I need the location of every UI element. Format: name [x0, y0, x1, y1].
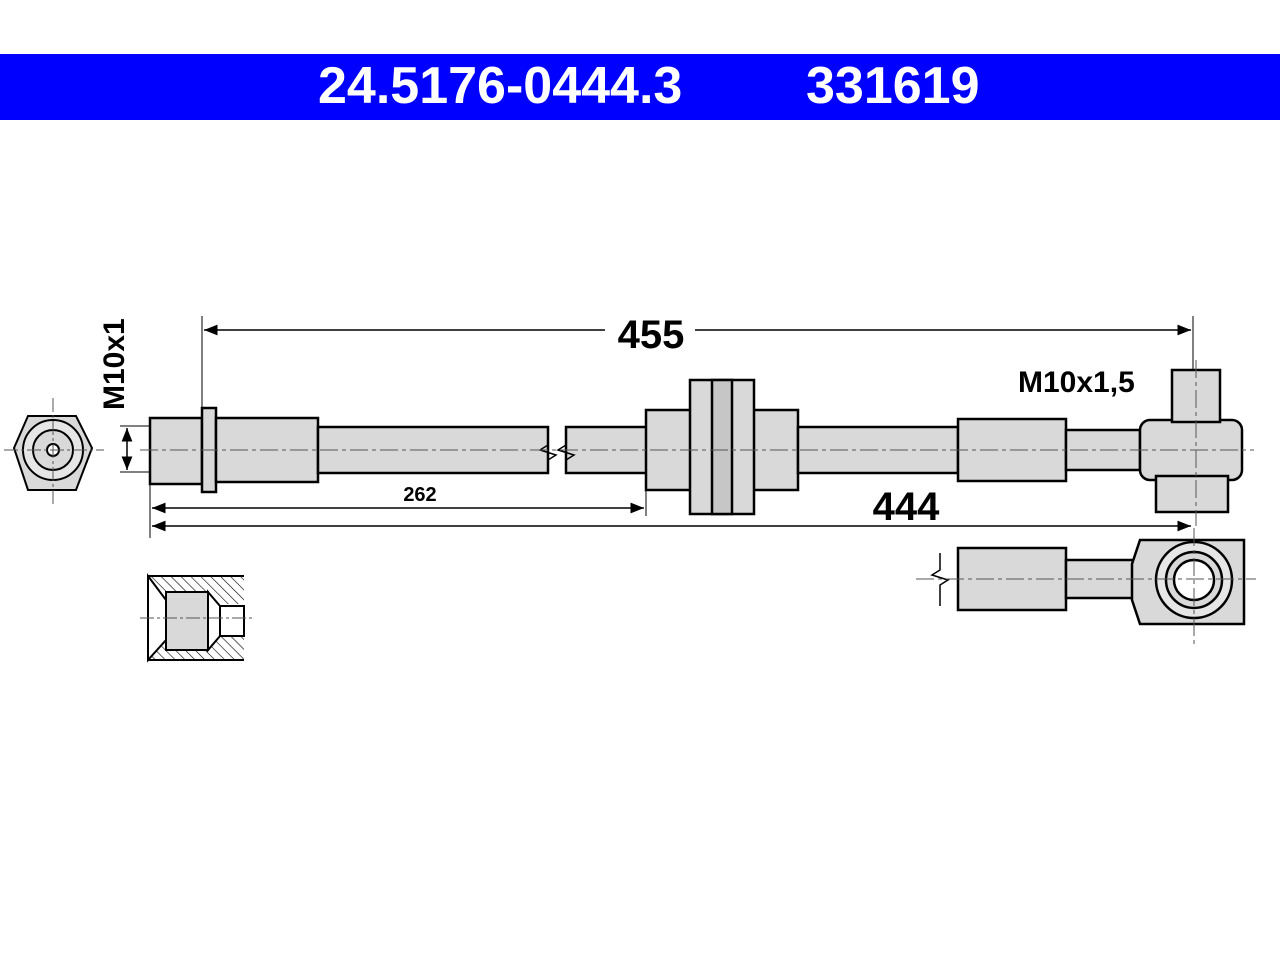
part-number: 24.5176-0444.3 [318, 57, 683, 115]
header-bar: 24.5176-0444.3 331619 [0, 54, 1280, 120]
hose-break-mark [930, 553, 950, 606]
left-section-view [140, 573, 252, 663]
left-threaded-fitting [148, 416, 204, 486]
left-thread-label: M10x1 [98, 318, 131, 410]
bracket-position-dimension: 262 [149, 484, 647, 538]
banjo-bolt-head [1154, 474, 1230, 514]
hose-length-label: 444 [873, 485, 940, 529]
left-thread-dimension: M10x1 [98, 318, 152, 473]
overall-length-dimension: 455 [201, 313, 1194, 408]
left-end-view [4, 398, 104, 506]
banjo-bottom-view [930, 538, 1246, 626]
hose-length-dimension: 444 [152, 485, 1191, 532]
right-thread-label: M10x1,5 [1018, 366, 1135, 399]
hose-break-mark [556, 427, 576, 473]
hose-break-mark [538, 427, 558, 473]
reference-number: 331619 [806, 57, 980, 115]
bracket-position-label: 262 [403, 484, 436, 506]
bracket-slot [710, 378, 734, 516]
overall-length-label: 455 [618, 313, 685, 357]
